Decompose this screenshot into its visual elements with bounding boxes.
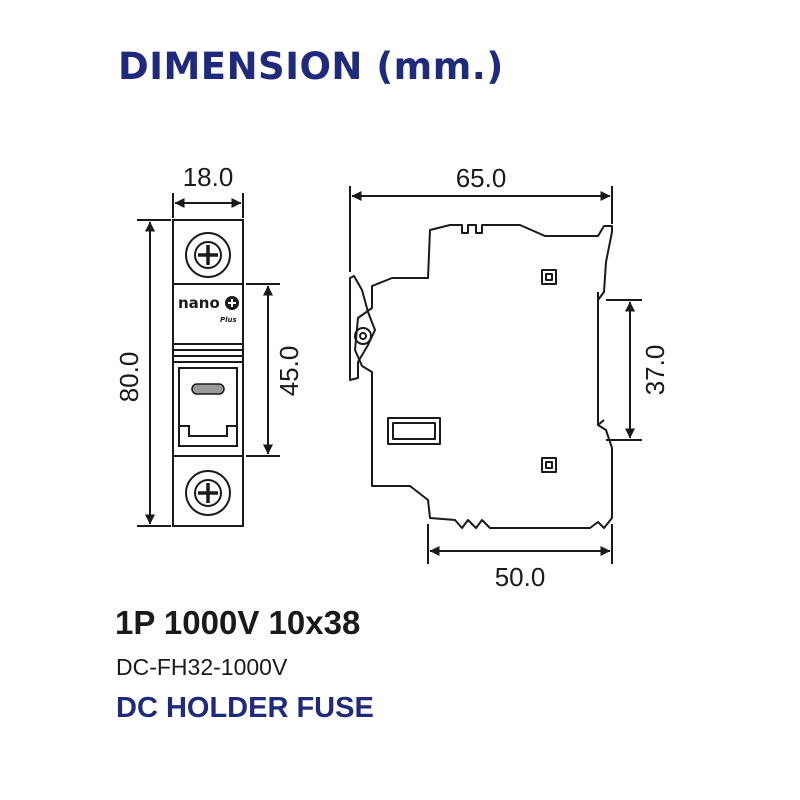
- side-dimensions: [349, 186, 642, 564]
- side-rivet-top: [541, 269, 557, 285]
- product-model: DC-FH32-1000V: [116, 654, 288, 680]
- front-dimensions: [137, 193, 280, 527]
- brand-logo: nano Plus: [178, 294, 239, 324]
- product-name: DC HOLDER FUSE: [116, 692, 374, 724]
- side-base-width-label: 50.0: [495, 562, 546, 592]
- page-title: DIMENSION (mm.): [118, 45, 504, 88]
- product-spec: 1P 1000V 10x38: [115, 604, 361, 641]
- front-height-label: 80.0: [114, 352, 144, 403]
- side-clip-pivot: [354, 327, 372, 345]
- brand-sub: Plus: [220, 316, 237, 324]
- front-window: [178, 367, 238, 447]
- side-rivet-bottom: [541, 457, 557, 473]
- top-screw-icon: [185, 232, 231, 278]
- front-width-label: 18.0: [183, 162, 234, 192]
- front-body-outline: [172, 219, 244, 527]
- brand-name: nano: [178, 294, 220, 312]
- side-body-outline: [354, 224, 613, 529]
- indicator-lamp: [191, 383, 225, 395]
- bottom-screw-icon: [185, 470, 231, 516]
- side-view: [349, 224, 613, 529]
- side-slot: [387, 417, 441, 445]
- front-view: [172, 219, 244, 527]
- front-window-height-label: 45.0: [274, 346, 304, 397]
- side-width-label: 65.0: [456, 163, 507, 193]
- side-rail-detail: [597, 292, 605, 426]
- side-rail-height-label: 37.0: [640, 345, 670, 396]
